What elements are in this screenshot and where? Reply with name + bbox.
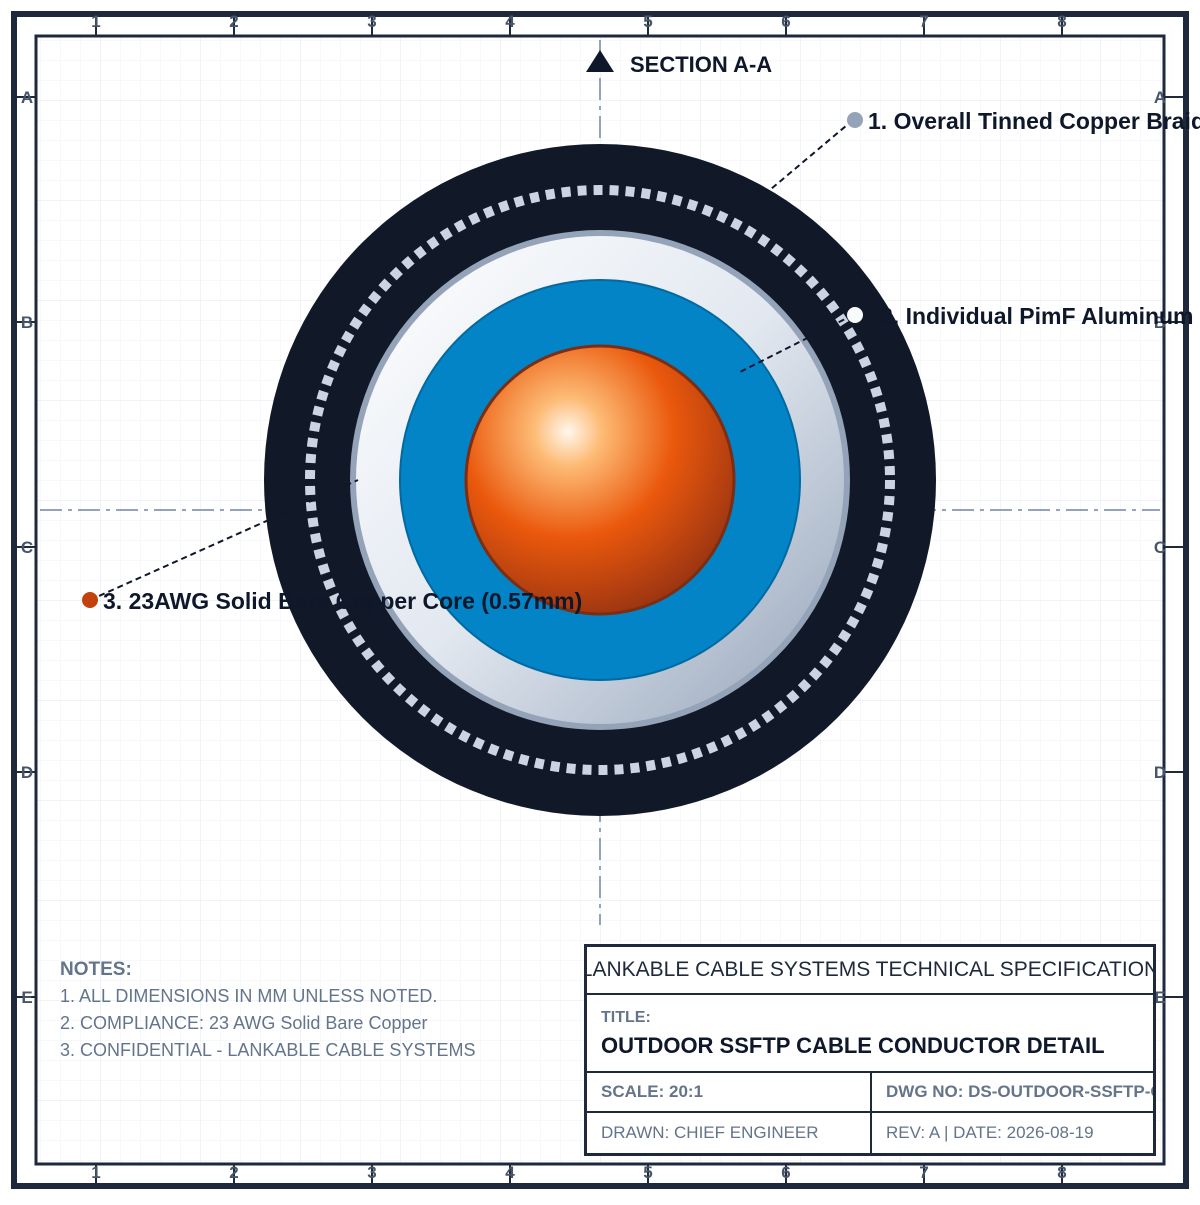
column-marker: 4 <box>505 1163 515 1182</box>
revision-date-field: REV: A | DATE: 2026-08-19 <box>870 1113 1153 1153</box>
column-marker: 8 <box>1057 12 1066 31</box>
callout-dot <box>847 112 863 128</box>
column-marker: 3 <box>367 1163 376 1182</box>
row-marker: E <box>1154 988 1165 1007</box>
callout-dot <box>847 307 863 323</box>
grid-row-markers: A A B B C C D D E E <box>14 88 1186 1007</box>
row-marker: B <box>21 313 33 332</box>
leader-line-braid <box>757 119 854 201</box>
section-label: SECTION A-A <box>630 52 772 77</box>
column-marker: 3 <box>367 12 376 31</box>
column-marker: 7 <box>919 12 928 31</box>
row-marker: D <box>1154 763 1166 782</box>
column-marker: 8 <box>1057 1163 1066 1182</box>
drawing-number-field: DWG NO: DS-OUTDOOR-SSFTP-CONDUCTOR <box>870 1073 1153 1111</box>
notes-block: NOTES: 1. ALL DIMENSIONS IN MM UNLESS NO… <box>60 956 560 1064</box>
tinned-copper-braid <box>305 185 895 775</box>
row-marker: A <box>21 88 33 107</box>
title-block-row: SCALE: 20:1 DWG NO: DS-OUTDOOR-SSFTP-CON… <box>587 1073 1153 1113</box>
leader-line-foil <box>739 314 854 373</box>
notes-title: NOTES: <box>60 959 132 980</box>
title-cell: TITLE: OUTDOOR SSFTP CABLE CONDUCTOR DET… <box>587 995 1153 1073</box>
row-marker: E <box>21 988 32 1007</box>
column-marker: 1 <box>91 12 100 31</box>
callout-dot <box>82 592 98 608</box>
note-item: 3. CONFIDENTIAL - LANKABLE CABLE SYSTEMS <box>60 1040 476 1060</box>
note-item: 2. COMPLIANCE: 23 AWG Solid Bare Copper <box>60 1013 428 1033</box>
callout-braid: 1. Overall Tinned Copper Braid <box>847 108 1200 134</box>
row-marker: C <box>21 538 33 557</box>
callout-core: 3. 23AWG Solid Bare Copper Core (0.57mm) <box>82 588 582 614</box>
drawing-title: OUTDOOR SSFTP CABLE CONDUCTOR DETAIL <box>601 1033 1105 1058</box>
column-marker: 1 <box>91 1163 100 1182</box>
row-marker: C <box>1154 538 1166 557</box>
column-marker: 5 <box>643 1163 652 1182</box>
note-item: 1. ALL DIMENSIONS IN MM UNLESS NOTED. <box>60 986 438 1006</box>
leader-line-core <box>89 479 359 601</box>
company-header: LANKABLE CABLE SYSTEMS TECHNICAL SPECIFI… <box>587 947 1153 995</box>
column-marker: 4 <box>505 12 515 31</box>
scale-field: SCALE: 20:1 <box>601 1082 704 1101</box>
grid-column-markers: 1 1 2 2 3 3 4 4 5 5 6 6 7 7 8 8 <box>91 12 1067 1186</box>
callout-label: 3. 23AWG Solid Bare Copper Core (0.57mm) <box>103 588 582 614</box>
column-marker: 2 <box>229 12 238 31</box>
column-marker: 7 <box>919 1163 928 1182</box>
column-marker: 6 <box>781 12 790 31</box>
callout-label: 1. Overall Tinned Copper Braid <box>868 108 1200 134</box>
title-block: LANKABLE CABLE SYSTEMS TECHNICAL SPECIFI… <box>584 944 1156 1156</box>
row-marker: B <box>1154 313 1166 332</box>
column-marker: 5 <box>643 12 652 31</box>
copper-core <box>464 344 736 616</box>
drawn-by-field: DRAWN: CHIEF ENGINEER <box>601 1123 819 1142</box>
title-block-row: DRAWN: CHIEF ENGINEER REV: A | DATE: 202… <box>587 1113 1153 1153</box>
column-marker: 6 <box>781 1163 790 1182</box>
row-marker: A <box>1154 88 1166 107</box>
callout-label: 2. Individual PimF Aluminum Foil <box>880 303 1200 329</box>
callout-foil: 2. Individual PimF Aluminum Foil <box>847 303 1200 329</box>
column-marker: 2 <box>229 1163 238 1182</box>
row-marker: D <box>21 763 33 782</box>
cable-cross-section <box>264 144 936 816</box>
title-label: TITLE: <box>601 1009 651 1026</box>
section-arrow-icon <box>586 50 614 72</box>
